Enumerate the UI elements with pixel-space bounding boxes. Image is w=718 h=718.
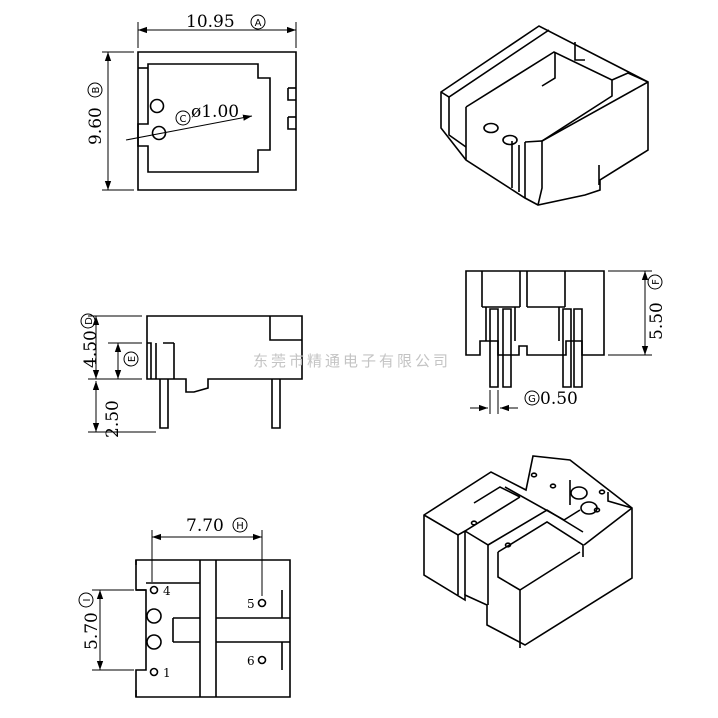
dim-c-letter: C: [180, 114, 187, 125]
pin-b: [502, 308, 512, 388]
pin-label-5: 5: [247, 597, 255, 611]
hole-pin5: [257, 598, 267, 608]
dim-b-letter: B: [91, 86, 102, 93]
bottom-view: [92, 530, 291, 698]
company-watermark: 东莞市精通电子有限公司: [253, 352, 451, 370]
dim-c-leader: [125, 114, 253, 141]
dim-a-value: 10.95: [186, 12, 235, 32]
pin-label-4: 4: [163, 584, 171, 598]
top-view-inner-frame: [137, 63, 271, 173]
pin-label-6: 6: [247, 654, 255, 668]
pin-left: [159, 379, 169, 429]
side-view-right: [465, 270, 652, 414]
dim-f-value: 5.50: [647, 302, 667, 340]
hole-pin4: [149, 585, 159, 595]
hole-pin6: [257, 655, 267, 665]
pin-c: [562, 308, 572, 388]
dim-g-letter: G: [528, 394, 536, 405]
dim-h-value: 7.70: [186, 516, 224, 536]
pin-a: [489, 308, 499, 388]
dim-h-letter: H: [236, 521, 244, 532]
top-view: [102, 22, 297, 191]
dim-a-letter: A: [255, 18, 262, 29]
pin-right: [271, 379, 281, 429]
hole-pin1: [149, 667, 159, 677]
dim-i-letter: I: [82, 599, 93, 602]
dim-d-letter: D: [84, 317, 95, 325]
dim-i-value: 5.70: [82, 612, 102, 650]
dim-g-value: 0.50: [540, 389, 578, 409]
side-view-left: [88, 315, 303, 433]
dim-f-letter: F: [651, 279, 662, 285]
dim-b-value: 9.60: [86, 107, 106, 145]
hole-big-lower: [146, 634, 162, 650]
dim-c-value: ø1.00: [191, 102, 239, 122]
hole-big-upper: [146, 608, 162, 624]
dim-e-letter: E: [127, 356, 138, 362]
hole-upper: [149, 98, 165, 114]
hole-lower: [151, 125, 167, 141]
dim-d-value: 4.50: [81, 330, 101, 368]
pin-d: [573, 308, 583, 388]
iso-view-top: [440, 25, 649, 206]
pin-label-1: 1: [163, 666, 171, 680]
iso-view-bottom: [423, 455, 633, 648]
dim-pin-length-value: 2.50: [103, 400, 123, 438]
